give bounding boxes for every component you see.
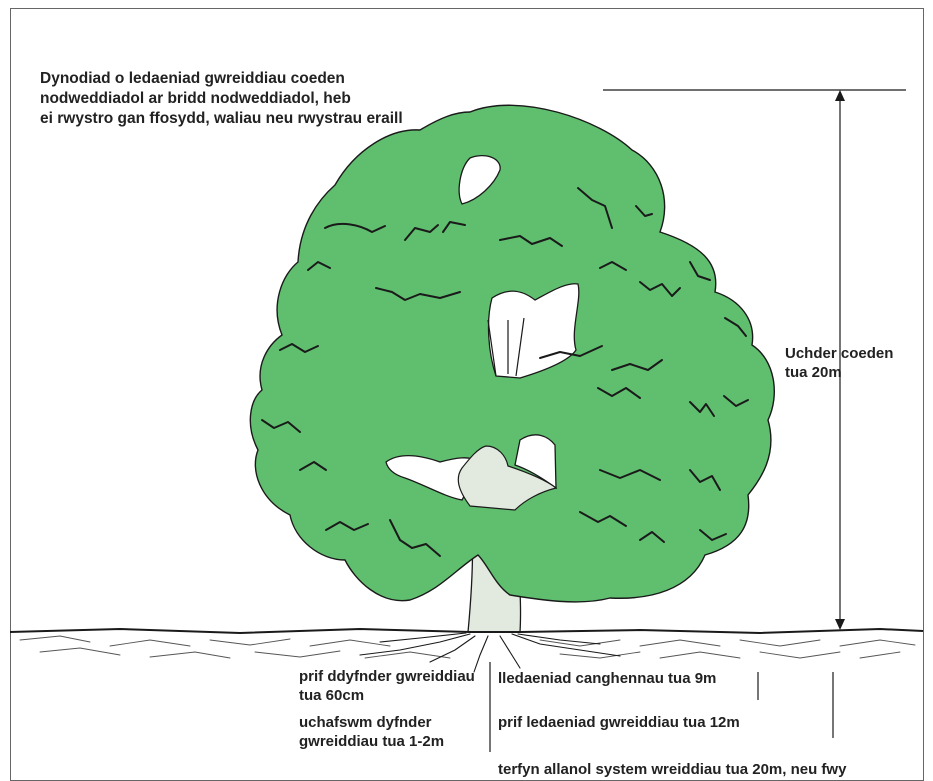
ground-line	[9, 627, 924, 635]
diagram-title: Dynodiad o ledaeniad gwreiddiau coeden n…	[40, 69, 403, 129]
foliage-lines	[261, 187, 749, 557]
root-depth-label-line: prif ddyfnder gwreiddiau	[299, 668, 475, 685]
upper-branch-lines	[487, 317, 525, 377]
root-spread-label: prif ledaeniad gwreiddiau tua 12m	[498, 714, 740, 731]
height-label-line: tua 20m	[785, 364, 842, 381]
title-line: Dynodiad o ledaeniad gwreiddiau coeden	[40, 70, 345, 87]
canopy-gap-middle	[487, 283, 580, 379]
root-depth-label: prif ddyfnder gwreiddiau tua 60cm	[299, 667, 475, 705]
soil-texture	[19, 635, 916, 659]
title-line: ei rwystro gan ffosydd, waliau neu rwyst…	[40, 110, 403, 127]
outer-root-limit-label: terfyn allanol system wreiddiau tua 20m,…	[498, 761, 847, 778]
tree-height-label: Uchder coeden tua 20m	[785, 344, 893, 382]
title-line: nodweddiadol ar bridd nodweddiadol, heb	[40, 90, 351, 107]
max-depth-label-line: gwreiddiau tua 1-2m	[299, 733, 445, 750]
height-arrow-head-top	[835, 90, 845, 101]
max-depth-label-line: uchafswm dyfnder	[299, 714, 432, 731]
root-lines	[359, 632, 621, 673]
height-arrow-head-bottom	[835, 619, 845, 630]
max-root-depth-label: uchafswm dyfnder gwreiddiau tua 1-2m	[299, 713, 444, 751]
height-label-line: Uchder coeden	[785, 345, 894, 362]
trunk-fork	[457, 445, 558, 511]
root-depth-label-line: tua 60cm	[299, 687, 365, 704]
canopy-gap-top	[458, 155, 501, 205]
branch-spread-label: lledaeniad canghennau tua 9m	[498, 670, 717, 687]
